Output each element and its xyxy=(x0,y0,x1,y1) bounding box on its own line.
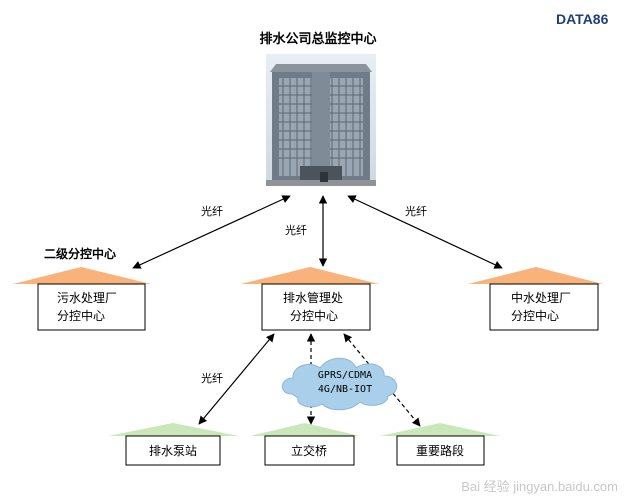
wireless-label-line1: GPRS/CDMA xyxy=(318,370,372,381)
wireless-label-line2: 4G/NB-IOT xyxy=(318,384,372,395)
station-name: 立交桥 xyxy=(291,443,327,458)
center-subtitle: 分控中心 xyxy=(511,308,559,323)
station-overpass: 立交桥 xyxy=(250,423,360,466)
headquarters-building-image xyxy=(266,54,376,186)
center-sewage-plant: 污水处理厂 分控中心 xyxy=(13,267,151,331)
center-subtitle: 分控中心 xyxy=(290,308,338,323)
center-drainage-office: 排水管理处 分控中心 xyxy=(241,267,379,331)
fiber-link-hq-right xyxy=(347,195,503,269)
center-name: 排水管理处 xyxy=(283,290,343,305)
fiber-label-center: 光纤 xyxy=(285,223,307,237)
fiber-link-pump-station xyxy=(198,333,275,425)
fiber-label-right: 光纤 xyxy=(405,204,427,218)
center-name: 中水处理厂 xyxy=(511,290,571,305)
diagram-title: 排水公司总监控中心 xyxy=(259,31,376,47)
wireless-cloud: GPRS/CDMA 4G/NB-IOT xyxy=(281,357,398,411)
brand-logo: DATA86 xyxy=(556,11,609,27)
watermark: Bai 经验 jingyan.baidu.com xyxy=(461,479,618,494)
station-name: 重要路段 xyxy=(416,443,464,458)
station-road: 重要路段 xyxy=(380,423,500,466)
station-pump: 排水泵站 xyxy=(108,423,239,466)
station-name: 排水泵站 xyxy=(149,444,197,458)
fiber-label-lower: 光纤 xyxy=(201,371,223,385)
center-reclaimed-water-plant: 中水处理厂 分控中心 xyxy=(468,267,603,331)
fiber-link-hq-left xyxy=(132,195,291,269)
center-subtitle: 分控中心 xyxy=(57,308,105,323)
level-label: 二级分控中心 xyxy=(44,246,116,261)
fiber-label-left: 光纤 xyxy=(201,204,223,218)
center-name: 污水处理厂 xyxy=(57,291,117,305)
